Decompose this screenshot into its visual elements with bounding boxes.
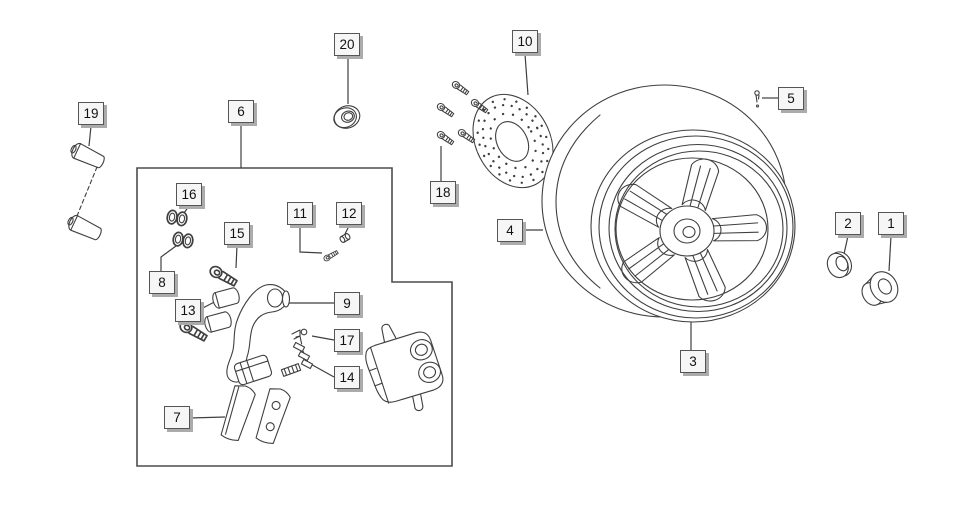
axle-nut-drawing xyxy=(333,105,361,129)
bushing-rings-drawing xyxy=(166,209,194,249)
callout-18[interactable]: 18 xyxy=(430,181,456,204)
callout-label: 14 xyxy=(339,370,355,385)
callout-7[interactable]: 7 xyxy=(164,406,190,429)
bleed-screw-drawing xyxy=(322,249,340,263)
callout-4[interactable]: 4 xyxy=(497,219,523,242)
callout-label: 7 xyxy=(173,410,181,425)
callout-15[interactable]: 15 xyxy=(224,222,250,245)
callout-9[interactable]: 9 xyxy=(334,292,360,315)
callout-label: 19 xyxy=(83,106,99,121)
brake-pads-drawing xyxy=(220,385,291,445)
callout-6[interactable]: 6 xyxy=(228,100,254,123)
rubber-boots-drawing xyxy=(204,287,240,333)
brake-disc-drawing xyxy=(472,93,554,189)
callout-10[interactable]: 10 xyxy=(512,30,538,53)
pad-spring-kit-drawing xyxy=(280,335,314,377)
group-box xyxy=(136,167,453,467)
callout-14[interactable]: 14 xyxy=(334,366,360,389)
callout-2[interactable]: 2 xyxy=(835,212,861,235)
callout-label: 11 xyxy=(292,206,307,221)
hub-drawing xyxy=(659,205,715,257)
callout-label: 5 xyxy=(787,91,795,106)
slide-pins-drawing xyxy=(64,140,107,243)
callout-12[interactable]: 12 xyxy=(336,202,362,225)
callout-20[interactable]: 20 xyxy=(334,33,360,56)
callout-8[interactable]: 8 xyxy=(149,271,175,294)
caliper-bracket-drawing xyxy=(226,284,291,386)
callout-label: 17 xyxy=(339,333,355,348)
callout-label: 15 xyxy=(229,226,245,241)
callout-label: 8 xyxy=(158,275,166,290)
bleed-cap-drawing xyxy=(339,233,351,243)
callout-label: 3 xyxy=(689,354,697,369)
callout-13[interactable]: 13 xyxy=(175,299,201,322)
callout-3[interactable]: 3 xyxy=(680,350,706,373)
callout-label: 1 xyxy=(887,216,895,231)
callout-label: 10 xyxy=(517,34,533,49)
seal-ring-drawing xyxy=(826,251,853,279)
callout-label: 18 xyxy=(435,185,451,200)
callout-19[interactable]: 19 xyxy=(78,102,104,125)
callout-label: 6 xyxy=(237,104,245,119)
callout-label: 9 xyxy=(343,296,351,311)
axle-spacer-drawing xyxy=(861,271,899,306)
callout-1[interactable]: 1 xyxy=(878,212,904,235)
callout-label: 20 xyxy=(339,37,355,52)
callout-label: 13 xyxy=(180,303,196,318)
callout-label: 16 xyxy=(181,187,197,202)
callout-16[interactable]: 16 xyxy=(176,183,202,206)
callout-17[interactable]: 17 xyxy=(334,329,360,352)
valve-drawing xyxy=(754,90,760,108)
callout-label: 4 xyxy=(506,223,514,238)
callout-5[interactable]: 5 xyxy=(778,87,804,110)
rear-wheel-drawing xyxy=(541,84,796,323)
callout-label: 2 xyxy=(844,216,852,231)
callout-11[interactable]: 11 xyxy=(287,202,313,225)
callout-label: 12 xyxy=(341,206,357,221)
caliper-body-drawing xyxy=(365,323,444,412)
